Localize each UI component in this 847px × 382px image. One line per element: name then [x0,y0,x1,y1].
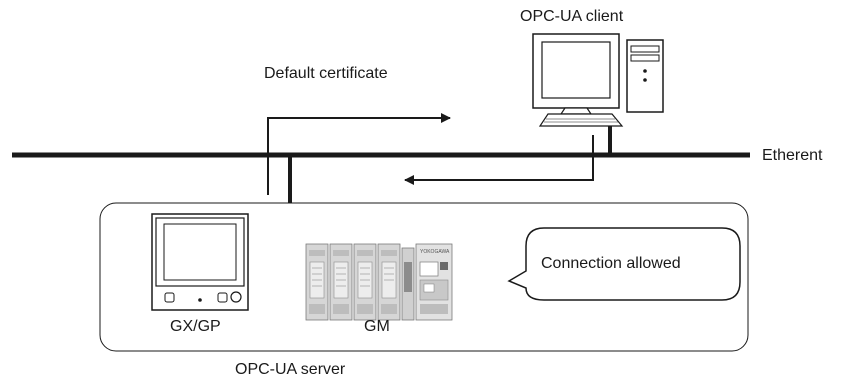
gx-gp-device-icon [151,213,249,311]
svg-text:YOKOGAWA: YOKOGAWA [420,249,450,255]
return-arrow [404,135,594,185]
server-label: OPC-UA server [235,361,346,378]
gx-gp-label: GX/GP [170,318,221,335]
gm-label: GM [364,318,390,335]
gm-device-icon: YOKOGAWA [305,243,453,321]
client-label: OPC-UA client [520,8,624,25]
certificate-label: Default certificate [264,65,388,82]
client-pc-icon [532,33,664,127]
connection-callout-bubble [507,227,741,301]
certificate-arrow [267,113,451,195]
network-label: Etherent [762,147,823,164]
callout-text: Connection allowed [541,255,681,272]
